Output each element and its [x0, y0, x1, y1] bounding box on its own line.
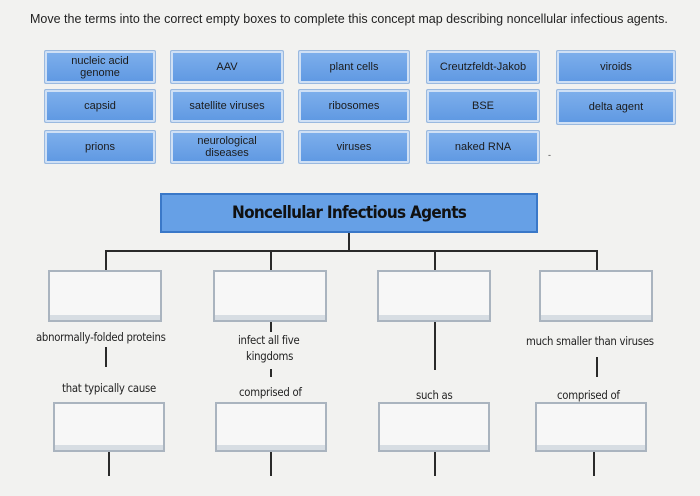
term-label: neurological diseases [197, 135, 257, 159]
term-label: ribosomes [328, 100, 380, 112]
term-label: plant cells [329, 61, 379, 73]
term-neurological-diseases[interactable]: neurological diseases [170, 130, 284, 164]
term-label: prions [85, 141, 115, 153]
term-creutzfeldt-jakob[interactable]: Creutzfeldt-Jakob [426, 50, 540, 84]
connector-line [596, 250, 598, 272]
drop-box[interactable] [539, 270, 653, 322]
connector-line [270, 452, 272, 476]
connector-line [596, 357, 598, 377]
connector-line [108, 452, 110, 476]
term-satellite-viruses[interactable]: satellite viruses [170, 89, 284, 123]
connector-line [270, 369, 272, 377]
label-that-typically-cause: that typically cause [62, 381, 156, 395]
term-label: Creutzfeldt-Jakob [439, 61, 527, 73]
connector-line [434, 250, 436, 272]
connector-line [270, 322, 272, 332]
term-prions[interactable]: prions [44, 130, 156, 164]
label-abnormally-folded-proteins: abnormally-folded proteins [36, 330, 166, 344]
label-comprised-of: comprised of [239, 385, 302, 399]
instructions-text: Move the terms into the correct empty bo… [30, 12, 668, 26]
label-infect-all-five: infect all five [238, 333, 300, 347]
drop-box[interactable] [377, 270, 491, 322]
drop-box[interactable] [213, 270, 327, 322]
term-capsid[interactable]: capsid [44, 89, 156, 123]
drop-box[interactable] [53, 402, 165, 452]
drop-box[interactable] [535, 402, 647, 452]
connector-line [105, 347, 107, 367]
drop-box[interactable] [378, 402, 490, 452]
label-such-as: such as [416, 388, 453, 402]
term-delta-agent[interactable]: delta agent [556, 89, 676, 125]
connector-line [270, 250, 272, 272]
drop-box[interactable] [215, 402, 327, 452]
connector-line [593, 452, 595, 476]
connector-line [434, 322, 436, 370]
term-label: BSE [471, 100, 494, 112]
term-label: viruses [336, 141, 372, 153]
term-label: satellite viruses [189, 100, 265, 112]
connector-line [348, 233, 350, 251]
connector-line [105, 250, 107, 272]
connector-line [434, 452, 436, 476]
term-ribosomes[interactable]: ribosomes [298, 89, 410, 123]
connector-line [105, 250, 598, 252]
term-label: AAV [216, 61, 238, 73]
term-label: viroids [600, 61, 632, 73]
term-viruses[interactable]: viruses [298, 130, 410, 164]
concept-map-title-box: Noncellular Infectious Agents [160, 193, 538, 233]
label-kingdoms: kingdoms [246, 349, 294, 363]
term-nucleic-acid-genome[interactable]: nucleic acid genome [44, 50, 156, 84]
drop-box[interactable] [48, 270, 162, 322]
concept-map-title: Noncellular Infectious Agents [231, 203, 467, 223]
term-label: capsid [84, 100, 116, 112]
term-label: naked RNA [454, 141, 512, 153]
term-aav[interactable]: AAV [170, 50, 284, 84]
term-plant-cells[interactable]: plant cells [298, 50, 410, 84]
stray-mark: - [548, 150, 551, 160]
term-viroids[interactable]: viroids [556, 50, 676, 84]
label-comprised-of-2: comprised of [557, 388, 620, 402]
term-label: nucleic acid genome [71, 55, 129, 79]
term-bse[interactable]: BSE [426, 89, 540, 123]
term-naked-rna[interactable]: naked RNA [426, 130, 540, 164]
term-label: delta agent [588, 101, 644, 113]
label-much-smaller-than-viruses: much smaller than viruses [526, 334, 654, 348]
